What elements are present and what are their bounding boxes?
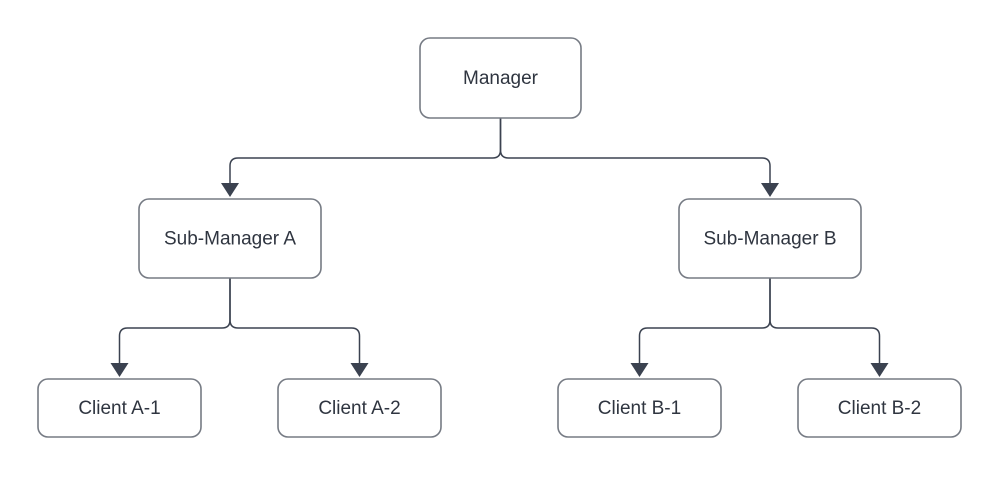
- arrowhead-icon: [221, 183, 239, 197]
- node-label: Sub-Manager B: [703, 229, 836, 250]
- node-label: Client A-1: [78, 398, 160, 419]
- connector-manager-to-sub-manager-a: [221, 117, 502, 197]
- connector-sub-manager-a-to-client-a-2: [229, 277, 369, 377]
- node-box[interactable]: [678, 198, 862, 279]
- node-box[interactable]: [797, 378, 962, 438]
- connector-line: [229, 117, 502, 184]
- node-box[interactable]: [37, 378, 202, 438]
- connector-line: [499, 117, 771, 184]
- node-sub-manager-a[interactable]: Sub-Manager A: [138, 198, 322, 279]
- connector-sub-manager-a-to-client-a-1: [110, 277, 231, 377]
- arrowhead-icon: [110, 363, 129, 377]
- connector-layer: [110, 117, 889, 377]
- arrowhead-icon: [761, 183, 779, 197]
- node-manager[interactable]: Manager: [419, 37, 582, 119]
- node-label: Client A-2: [318, 398, 400, 419]
- arrowhead-icon: [870, 363, 889, 377]
- arrowhead-icon: [350, 363, 369, 377]
- node-label: Manager: [463, 68, 539, 89]
- node-client-b-1[interactable]: Client B-1: [557, 378, 722, 438]
- arrowhead-icon: [630, 363, 649, 377]
- node-client-a-2[interactable]: Client A-2: [277, 378, 442, 438]
- node-client-b-2[interactable]: Client B-2: [797, 378, 962, 438]
- node-box[interactable]: [277, 378, 442, 438]
- node-label: Client B-2: [838, 398, 921, 419]
- connector-sub-manager-b-to-client-b-1: [630, 277, 771, 377]
- node-label: Sub-Manager A: [164, 229, 296, 250]
- node-box[interactable]: [557, 378, 722, 438]
- connector-sub-manager-b-to-client-b-2: [769, 277, 889, 377]
- connector-line: [229, 277, 361, 364]
- connector-line: [638, 277, 771, 364]
- connector-line: [769, 277, 881, 364]
- connector-line: [118, 277, 231, 364]
- node-box[interactable]: [138, 198, 322, 279]
- node-sub-manager-b[interactable]: Sub-Manager B: [678, 198, 862, 279]
- connector-manager-to-sub-manager-b: [499, 117, 779, 197]
- node-client-a-1[interactable]: Client A-1: [37, 378, 202, 438]
- node-box[interactable]: [419, 37, 582, 119]
- node-label: Client B-1: [598, 398, 681, 419]
